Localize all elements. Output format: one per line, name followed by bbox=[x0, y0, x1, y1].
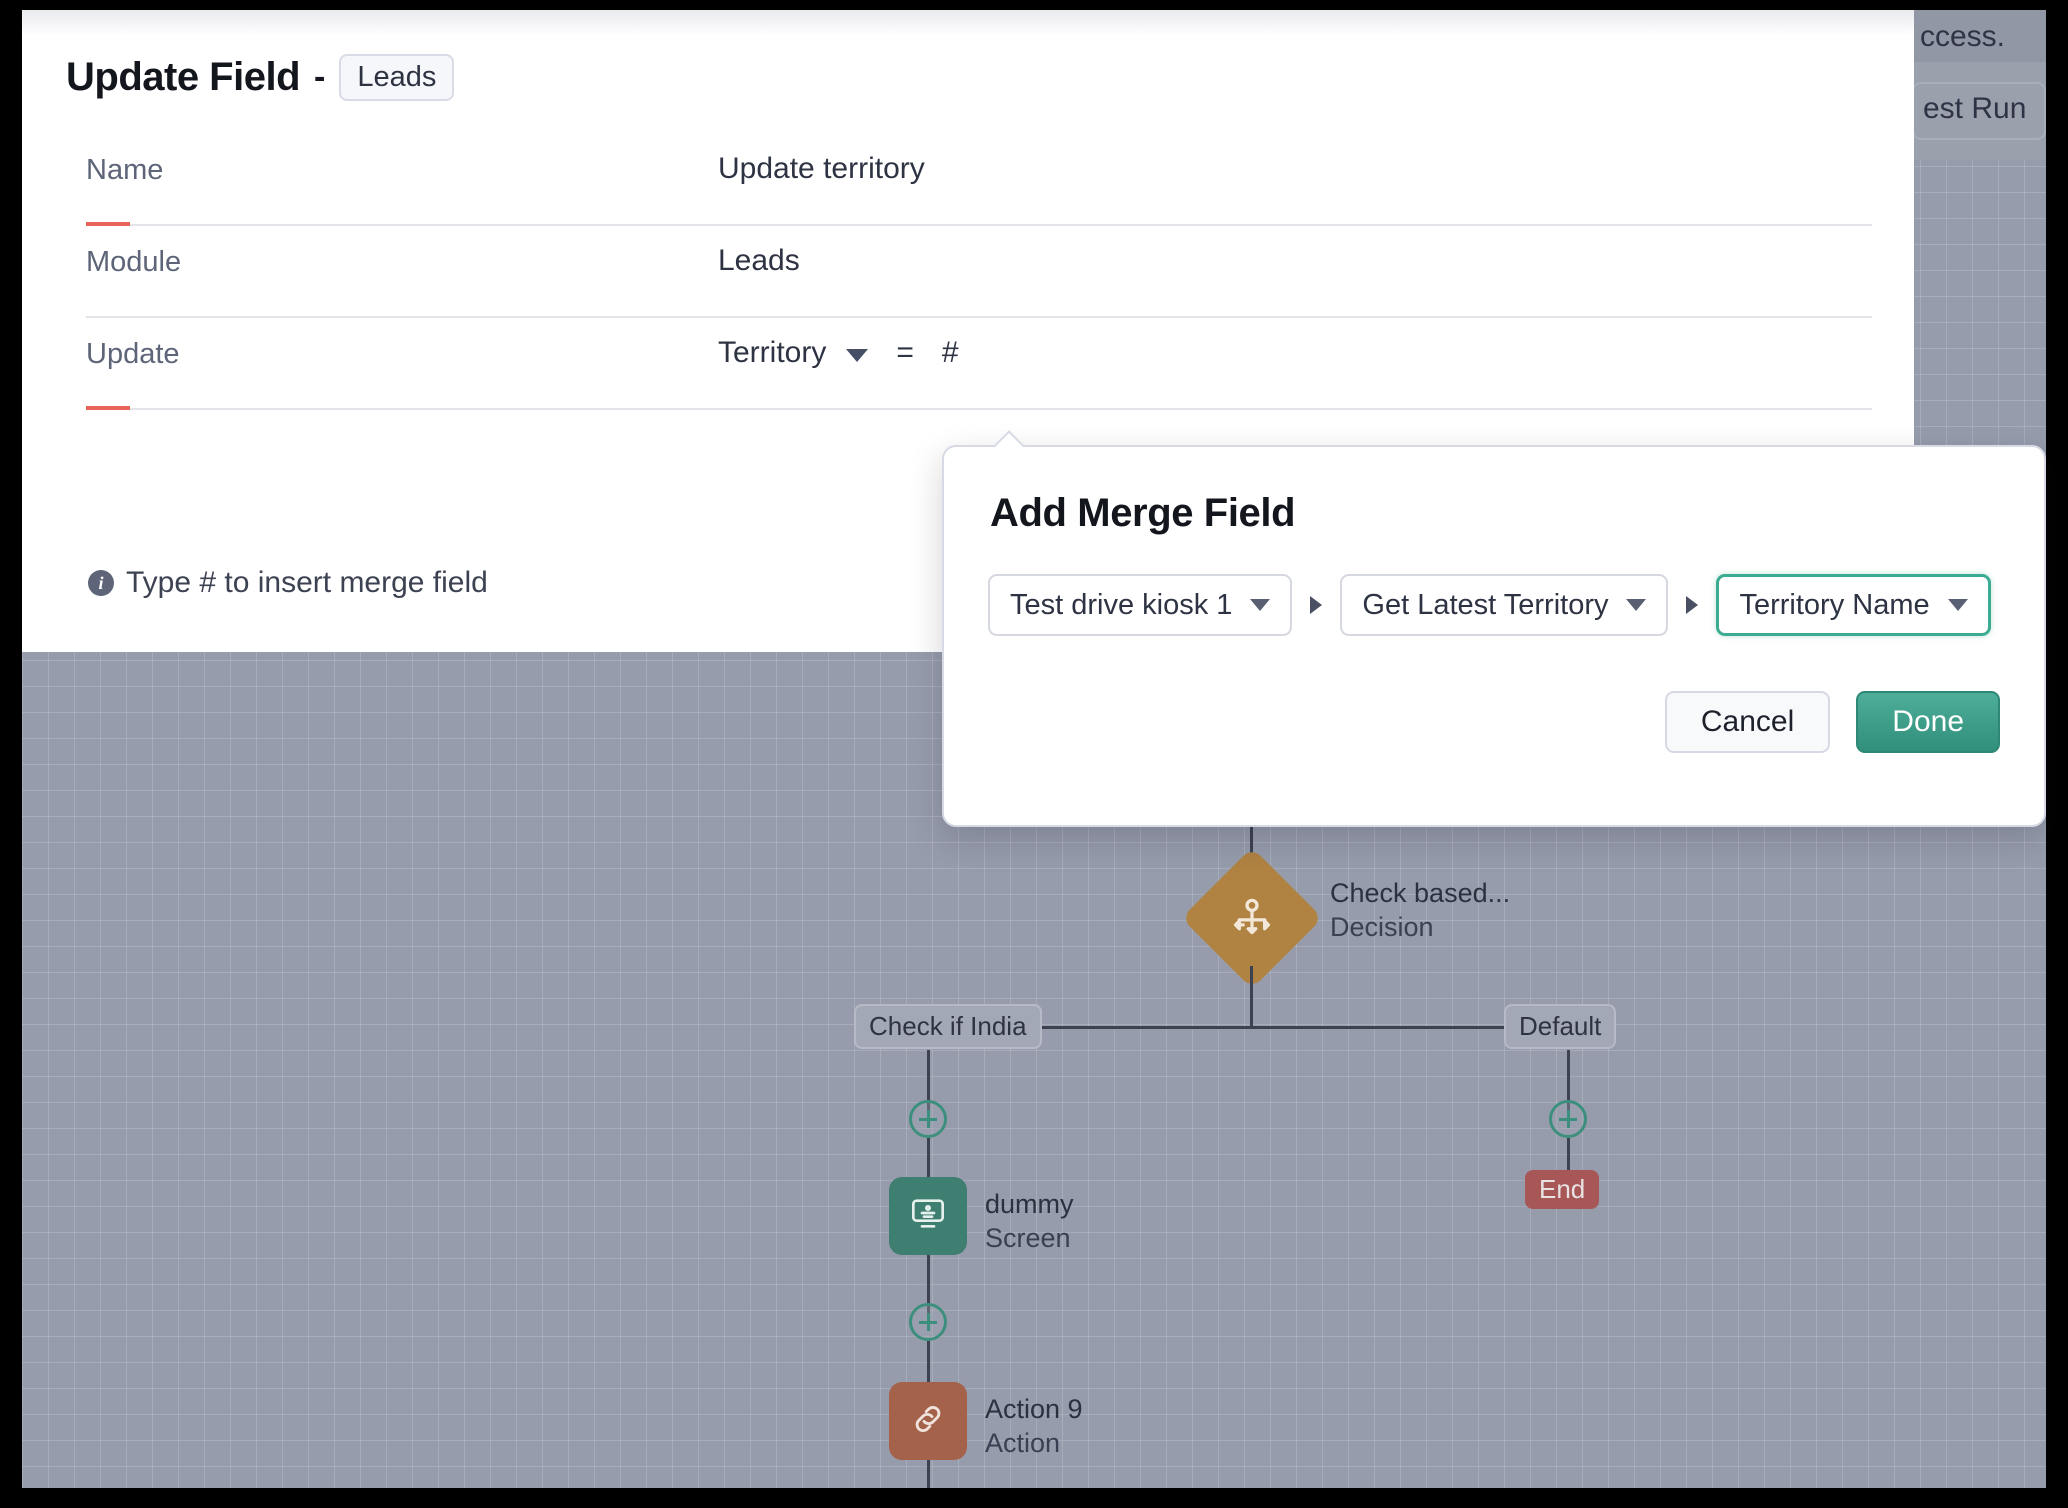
update-expression: Territory = # bbox=[718, 336, 959, 370]
add-step-button-left-2[interactable] bbox=[909, 1303, 947, 1341]
chevron-down-icon bbox=[1626, 599, 1647, 611]
merge-select-source[interactable]: Test drive kiosk 1 bbox=[988, 574, 1293, 636]
branch-label-default[interactable]: Default bbox=[1504, 1004, 1617, 1049]
screen-node-caption: dummy Screen bbox=[985, 1187, 1074, 1255]
merge-select-field-label: Territory Name bbox=[1739, 588, 1930, 621]
flow-edge-right-1 bbox=[1567, 1050, 1570, 1110]
flow-node-action[interactable] bbox=[889, 1382, 967, 1460]
decision-caption: Check based... Decision bbox=[1330, 876, 1510, 944]
module-label: Module bbox=[86, 246, 182, 278]
merge-field-hint: i Type # to insert merge field bbox=[88, 566, 488, 600]
test-run-button[interactable] bbox=[1912, 82, 2046, 140]
action-node-caption: Action 9 Action bbox=[985, 1392, 1083, 1460]
page-title-text: Update Field bbox=[66, 55, 301, 99]
popover-actions: Cancel Done bbox=[1664, 691, 2000, 753]
flow-edge-left-3 bbox=[927, 1255, 930, 1313]
merge-field-token[interactable]: # bbox=[941, 336, 959, 369]
page-title: Update Field - Leads bbox=[66, 54, 455, 101]
test-run-label: est Run bbox=[1923, 92, 2027, 125]
cancel-button[interactable]: Cancel bbox=[1664, 691, 1831, 753]
chevron-down-icon bbox=[1947, 599, 1968, 611]
form-row-module: Module Leads bbox=[66, 232, 1872, 318]
branch-label-text: Check if India bbox=[869, 1011, 1027, 1041]
equals-operator: = bbox=[896, 336, 914, 369]
module-value: Leads bbox=[718, 244, 800, 277]
done-button[interactable]: Done bbox=[1856, 691, 2000, 753]
add-step-button-right[interactable] bbox=[1549, 1100, 1587, 1138]
territory-field-select[interactable]: Territory bbox=[718, 336, 827, 369]
flow-node-screen[interactable] bbox=[889, 1177, 967, 1255]
popover-title: Add Merge Field bbox=[990, 491, 1296, 535]
flow-edge-left-5 bbox=[927, 1460, 930, 1488]
chain-separator-icon bbox=[1686, 596, 1699, 614]
flow-edge-left-4 bbox=[927, 1341, 930, 1393]
action-node-title: Action 9 bbox=[985, 1394, 1083, 1424]
merge-field-chain: Test drive kiosk 1 Get Latest Territory … bbox=[988, 574, 1991, 636]
module-underline bbox=[86, 316, 1872, 318]
flow-edge-left-2 bbox=[927, 1138, 930, 1188]
update-label: Update bbox=[86, 338, 180, 370]
branch-label-check-if-india[interactable]: Check if India bbox=[854, 1004, 1042, 1049]
chevron-down-icon bbox=[1250, 599, 1271, 611]
merge-select-source-label: Test drive kiosk 1 bbox=[1010, 588, 1233, 621]
flow-edge-right-2 bbox=[1567, 1138, 1570, 1182]
decision-subtitle: Decision bbox=[1330, 912, 1434, 942]
popover-arrow bbox=[992, 430, 1026, 447]
add-merge-field-popover: Add Merge Field Test drive kiosk 1 Get L… bbox=[942, 445, 2046, 827]
background-topbar-text: ccess. bbox=[1920, 20, 2006, 53]
flow-edge-out-of-decision bbox=[1250, 966, 1253, 1028]
name-underline-accent bbox=[86, 222, 130, 226]
chain-separator-icon bbox=[1310, 596, 1323, 614]
update-underline bbox=[86, 408, 1872, 410]
add-step-button-left[interactable] bbox=[909, 1100, 947, 1138]
name-input[interactable]: Update territory bbox=[718, 152, 925, 185]
form-row-name: Name Update territory bbox=[66, 140, 1872, 226]
background-topbar bbox=[1907, 10, 2046, 62]
panel-top-gradient bbox=[22, 10, 1914, 36]
flow-edge-left-1 bbox=[927, 1050, 930, 1110]
flow-node-decision[interactable] bbox=[1181, 847, 1323, 989]
title-dash: - bbox=[314, 58, 326, 96]
flow-edge-split bbox=[927, 1026, 1589, 1029]
form-row-update: Update Territory = # bbox=[66, 324, 1872, 410]
branch-label-text: Default bbox=[1519, 1011, 1602, 1041]
action-node-subtitle: Action bbox=[985, 1428, 1061, 1458]
module-chip[interactable]: Leads bbox=[339, 54, 455, 101]
chevron-down-icon[interactable] bbox=[846, 348, 869, 362]
screen-node-title: dummy bbox=[985, 1189, 1074, 1219]
info-icon: i bbox=[88, 570, 114, 596]
end-badge[interactable]: End bbox=[1525, 1170, 1600, 1209]
name-underline bbox=[86, 224, 1872, 226]
link-icon bbox=[908, 1399, 948, 1444]
screen-node-subtitle: Screen bbox=[985, 1223, 1071, 1253]
merge-field-hint-text: Type # to insert merge field bbox=[126, 566, 488, 599]
name-label: Name bbox=[86, 154, 164, 186]
merge-select-step-label: Get Latest Territory bbox=[1362, 588, 1609, 621]
update-underline-accent bbox=[86, 406, 130, 410]
screen-icon bbox=[908, 1194, 948, 1239]
merge-select-step[interactable]: Get Latest Territory bbox=[1340, 574, 1669, 636]
decision-title: Check based... bbox=[1330, 878, 1511, 908]
merge-select-field[interactable]: Territory Name bbox=[1716, 574, 1991, 636]
branch-icon bbox=[1202, 868, 1302, 968]
